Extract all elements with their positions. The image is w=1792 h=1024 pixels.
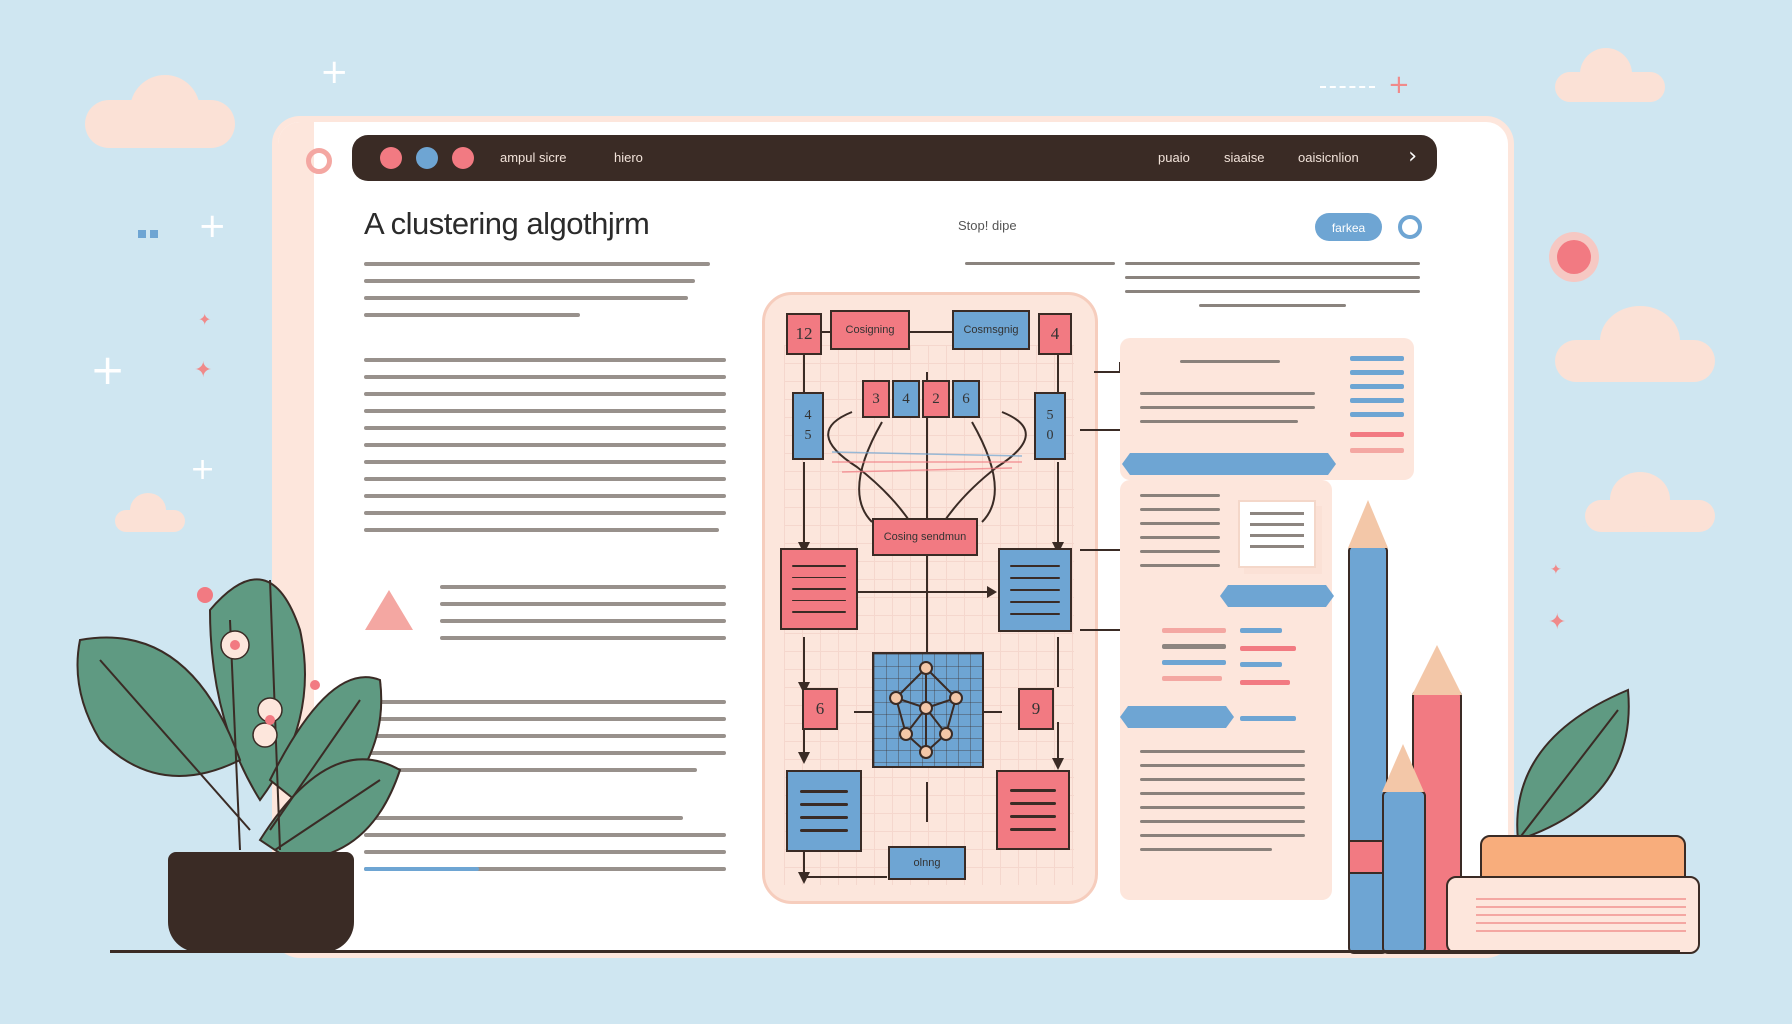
list-bar-3 (1162, 644, 1226, 649)
node-top-right-number[interactable]: 4 (1038, 313, 1072, 355)
toggle-circle-button[interactable] (1398, 215, 1422, 239)
node-mid-right[interactable]: 9 (1018, 688, 1054, 730)
pencil-blue-tip (1348, 500, 1388, 548)
node-mid-left[interactable]: 6 (802, 688, 838, 730)
legend-bar-blue-4 (1350, 398, 1404, 403)
intro-paragraph (364, 262, 724, 330)
nav-brand[interactable]: ampul sicre (500, 150, 567, 165)
nav-item-puaio[interactable]: puaio (1158, 150, 1190, 165)
warning-triangle-icon (365, 590, 413, 630)
legend-bar-blue-3 (1350, 384, 1404, 389)
pencil-small-tip (1382, 744, 1424, 792)
diamond-sparkle-icon: ✦ (198, 310, 212, 329)
node-center-label[interactable]: Cosing sendmun (872, 518, 978, 556)
body-paragraph-3 (364, 700, 726, 785)
cluster-node-4[interactable]: 6 (952, 380, 980, 418)
plus-sparkle-icon: + (90, 345, 126, 394)
card-left-bottom[interactable] (786, 770, 862, 852)
right-panel-text-2 (1140, 494, 1220, 578)
plus-sparkle-icon: + (198, 206, 227, 246)
list-bar-6 (1240, 662, 1282, 667)
legend-bar-red-2 (1350, 448, 1404, 453)
list-bar-2 (1240, 628, 1282, 633)
window-dot-red[interactable] (380, 147, 402, 169)
cloud-mid-right-puff (1600, 306, 1680, 376)
pencil-small-blue (1382, 790, 1426, 954)
top-right-paragraph-2 (1125, 262, 1420, 318)
plant-pot (168, 852, 354, 952)
card-left-top[interactable] (780, 548, 858, 630)
legend-bar-blue-2 (1350, 370, 1404, 375)
cloud-top-right-puff (1580, 48, 1632, 100)
network-graph-nodes (889, 661, 963, 759)
node-right-side[interactable]: 5 0 (1034, 392, 1066, 460)
window-ring-icon (306, 148, 332, 174)
list-bar-9 (1240, 716, 1296, 721)
right-panel-heading (1180, 360, 1280, 374)
node-top-left-number[interactable]: 12 (786, 313, 822, 355)
diamond-sparkle-icon: ✦ (1550, 562, 1562, 578)
right-panel-text-3 (1140, 750, 1305, 862)
right-panel-tag-2[interactable] (1220, 585, 1334, 607)
cluster-node-2[interactable]: 4 (892, 380, 920, 418)
plus-sparkle-icon: + (320, 52, 349, 92)
pencil-blue (1348, 545, 1388, 954)
legend-bar-blue-5 (1350, 412, 1404, 417)
cloud-right-low-puff (1610, 472, 1670, 527)
body-paragraph-4 (364, 816, 726, 884)
list-bar-4 (1240, 646, 1296, 651)
cluster-node-3[interactable]: 2 (922, 380, 950, 418)
plus-sparkle-icon: + (190, 452, 216, 487)
ground-line (110, 950, 1680, 953)
nav-item-hiero[interactable]: hiero (614, 150, 643, 165)
window-dot-blue[interactable] (416, 147, 438, 169)
legend-bar-blue-1 (1350, 356, 1404, 361)
body-paragraph-1 (364, 358, 726, 545)
page-title: A clustering algothjrm (364, 206, 650, 241)
nav-bar: ampul sicre hiero puaio siaaise oaisicnl… (352, 135, 1437, 181)
card-right-top[interactable] (998, 548, 1072, 632)
diamond-sparkle-icon: ✦ (1548, 610, 1567, 635)
window-dot-red-2[interactable] (452, 147, 474, 169)
diamond-sparkle-icon: ✦ (194, 358, 213, 383)
plus-sparkle-icon: + (1388, 70, 1410, 100)
page-subtitle: Stop! dipe (958, 218, 1017, 233)
top-right-paragraph-1 (965, 262, 1115, 276)
node-top-left-label[interactable]: Cosigning (830, 310, 910, 350)
document-icon (1238, 500, 1316, 568)
pin-icon (1557, 240, 1591, 274)
right-panel-tag-3[interactable] (1120, 706, 1234, 728)
book-pages (1476, 892, 1686, 932)
card-right-bottom[interactable] (996, 770, 1070, 850)
body-paragraph-2 (440, 585, 726, 653)
legend-bar-red-1 (1350, 432, 1404, 437)
cluster-node-1[interactable]: 3 (862, 380, 890, 418)
list-bar-7 (1162, 676, 1222, 681)
inline-link[interactable] (364, 867, 479, 871)
plant-illustration (76, 578, 402, 862)
node-top-right-label[interactable]: Cosmsgnig (952, 310, 1030, 350)
cloud-top-left-puff (130, 75, 200, 145)
list-bar-1 (1162, 628, 1226, 633)
right-panel-text-1 (1140, 392, 1315, 434)
node-bottom-label[interactable]: olnng (888, 846, 966, 880)
nav-item-oaisicnlion[interactable]: oaisicnlion (1298, 150, 1359, 165)
pencil-red-tip (1412, 645, 1462, 695)
dots-decoration (138, 230, 160, 238)
action-button[interactable]: farkea (1315, 213, 1382, 241)
list-bar-5 (1162, 660, 1226, 665)
nav-item-siaaise[interactable]: siaaise (1224, 150, 1265, 165)
leaf-right (1516, 688, 1630, 842)
cloud-left-low-puff (130, 493, 166, 527)
right-panel-tag-1[interactable] (1122, 453, 1336, 475)
dash-decoration (1320, 86, 1375, 88)
node-left-side[interactable]: 4 5 (792, 392, 824, 460)
list-bar-8 (1240, 680, 1290, 685)
chevron-right-icon[interactable]: › (1408, 144, 1417, 169)
